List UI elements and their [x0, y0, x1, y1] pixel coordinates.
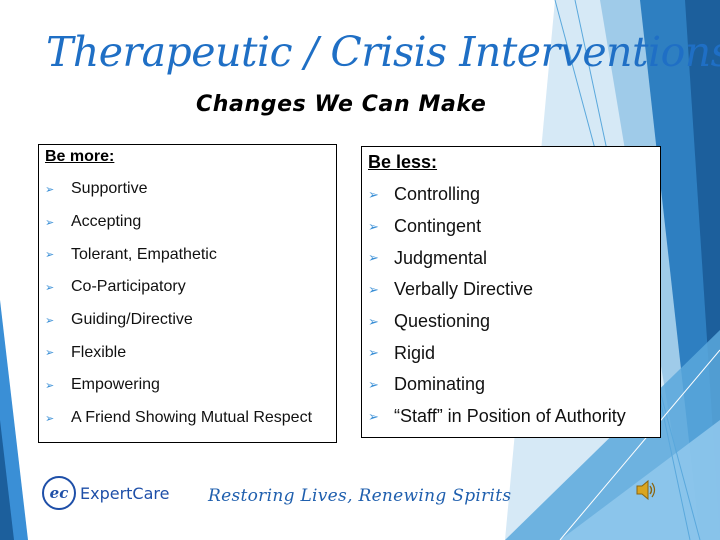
list-item-text: “Staff” in Position of Authority — [394, 406, 626, 427]
slide-subtitle: Changes We Can Make — [196, 92, 487, 117]
arrow-bullet-icon: ➢ — [45, 183, 55, 196]
be-more-box: Be more: ➢ Supportive ➢ Accepting ➢ Toleran… — [38, 144, 337, 443]
list-item-text: Judgmental — [394, 247, 488, 268]
arrow-bullet-icon: ➢ — [368, 250, 379, 266]
be-less-list: ➢ Controlling ➢ Contingent ➢ Judgmental ➢ Ve… — [368, 179, 654, 433]
list-item-text: Supportive — [71, 180, 148, 198]
list-item-text: Tolerant, Empathetic — [71, 245, 217, 263]
speaker-icon[interactable] — [634, 478, 656, 502]
arrow-bullet-icon: ➢ — [368, 376, 379, 392]
list-item-text: Co-Participatory — [71, 278, 186, 296]
list-item: ➢ Contingent — [368, 211, 654, 243]
list-item: ➢ Accepting — [45, 206, 330, 239]
list-item: ➢ Empowering — [45, 369, 330, 402]
list-item: ➢ Verbally Directive — [368, 274, 654, 306]
list-item-text: Dominating — [394, 374, 486, 395]
list-item-text: Controlling — [394, 184, 481, 205]
list-item: ➢ Questioning — [368, 306, 654, 338]
list-item: ➢ A Friend Showing Mutual Respect — [45, 402, 330, 435]
arrow-bullet-icon: ➢ — [45, 347, 55, 360]
list-item-text: Flexible — [71, 343, 127, 361]
arrow-bullet-icon: ➢ — [368, 313, 379, 329]
list-item-text: Verbally Directive — [394, 279, 534, 300]
bg-shape-left-light — [0, 420, 14, 540]
slide-title: Therapeutic / Crisis Interventions — [46, 28, 720, 76]
tagline: Restoring Lives, Renewing Spirits — [208, 486, 512, 506]
arrow-bullet-icon: ➢ — [45, 216, 55, 229]
arrow-bullet-icon: ➢ — [45, 281, 55, 294]
list-item-text: A Friend Showing Mutual Respect — [71, 409, 313, 427]
arrow-bullet-icon: ➢ — [368, 408, 379, 424]
bg-line-3 — [559, 349, 720, 540]
logo-mark-icon: ec — [42, 476, 76, 510]
arrow-bullet-icon: ➢ — [368, 281, 379, 297]
be-more-heading: Be more: — [45, 148, 115, 165]
arrow-bullet-icon: ➢ — [368, 345, 379, 361]
list-item: ➢ Tolerant, Empathetic — [45, 238, 330, 271]
list-item-text: Accepting — [71, 213, 142, 231]
list-item-text: Questioning — [394, 311, 491, 332]
arrow-bullet-icon: ➢ — [368, 186, 379, 202]
list-item: ➢ “Staff” in Position of Authority — [368, 401, 654, 433]
logo-name: ExpertCare — [80, 483, 170, 503]
list-item: ➢ Supportive — [45, 173, 330, 206]
arrow-bullet-icon: ➢ — [368, 218, 379, 234]
list-item: ➢ Judgmental — [368, 242, 654, 274]
arrow-bullet-icon: ➢ — [45, 412, 55, 425]
arrow-bullet-icon: ➢ — [45, 379, 55, 392]
list-item: ➢ Co-Participatory — [45, 271, 330, 304]
bg-shape-bottom-light — [560, 420, 720, 540]
list-item: ➢ Controlling — [368, 179, 654, 211]
be-more-list: ➢ Supportive ➢ Accepting ➢ Tolerant, Empath… — [45, 173, 330, 435]
arrow-bullet-icon: ➢ — [45, 314, 55, 327]
be-less-heading: Be less: — [368, 152, 438, 172]
list-item-text: Guiding/Directive — [71, 311, 193, 329]
list-item-text: Rigid — [394, 342, 436, 363]
list-item: ➢ Rigid — [368, 337, 654, 369]
list-item-text: Contingent — [394, 216, 482, 237]
list-item: ➢ Flexible — [45, 336, 330, 369]
list-item-text: Empowering — [71, 376, 160, 394]
be-less-box: Be less: ➢ Controlling ➢ Contingent ➢ Judgm… — [361, 146, 661, 438]
list-item: ➢ Guiding/Directive — [45, 304, 330, 337]
arrow-bullet-icon: ➢ — [45, 249, 55, 262]
list-item: ➢ Dominating — [368, 369, 654, 401]
expertcare-logo: ec ExpertCare — [42, 475, 169, 511]
